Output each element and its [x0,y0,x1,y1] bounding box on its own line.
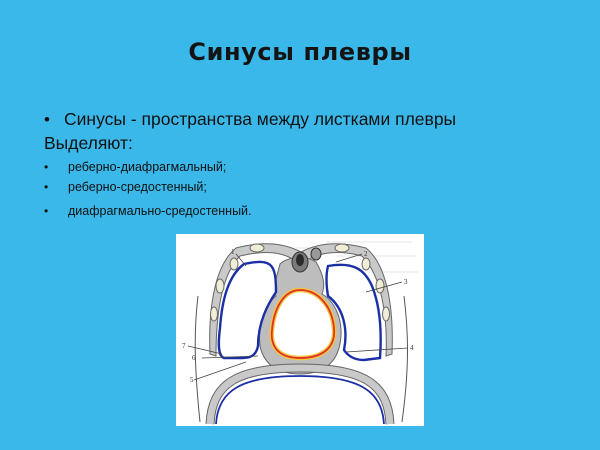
chest-wall [209,243,393,357]
figure-label-2: 2 [364,250,368,258]
aorta [310,247,322,261]
pericardium-inner [270,289,335,359]
slide-title: Синусы плевры [188,38,412,66]
figure-label-6: 6 [192,354,196,362]
body-wall-right [401,295,408,423]
rib-sections-right [334,243,390,322]
bullet-icon: • [44,160,49,174]
diaphragm [206,364,394,425]
figure-label-5: 5 [190,376,194,384]
list-item: • реберно-средостенный; [44,179,252,199]
figure-label-3: 3 [404,278,408,286]
list-item-text: реберно-средостенный; [68,180,207,194]
definition-bullet: • Синусы - пространства между листками пл… [44,109,456,130]
leader-lines [187,253,409,381]
rib-sections-left [210,243,265,322]
right-pleural-cavity [325,263,382,362]
sinus-list: • реберно-диафрагмальный; • реберно-средос… [44,159,252,223]
bullet-icon: • [44,204,49,218]
lead-text: Выделяют: [44,133,133,153]
figure-label-4: 4 [410,344,414,352]
list-item: • реберно-диафрагмальный; [44,159,252,179]
pleura-sinus-diagram: 1 2 3 4 5 6 7 [176,234,424,426]
diaphragmatic-pleura [215,375,385,425]
figure-label-1: 1 [231,248,235,256]
list-item-text: диафрагмально-средостенный. [68,204,252,218]
list-item: • диафрагмально-средостенный. [44,203,252,223]
body-wall-left [194,295,201,423]
left-pleural-cavity [217,260,278,360]
bullet-icon: • [44,110,50,129]
definition-text: Синусы - пространства между листками пле… [64,109,457,129]
list-item-text: реберно-диафрагмальный; [68,160,227,174]
bullet-icon: • [44,180,49,194]
esophagus-lumen [296,254,304,266]
figure-label-7: 7 [182,342,186,350]
